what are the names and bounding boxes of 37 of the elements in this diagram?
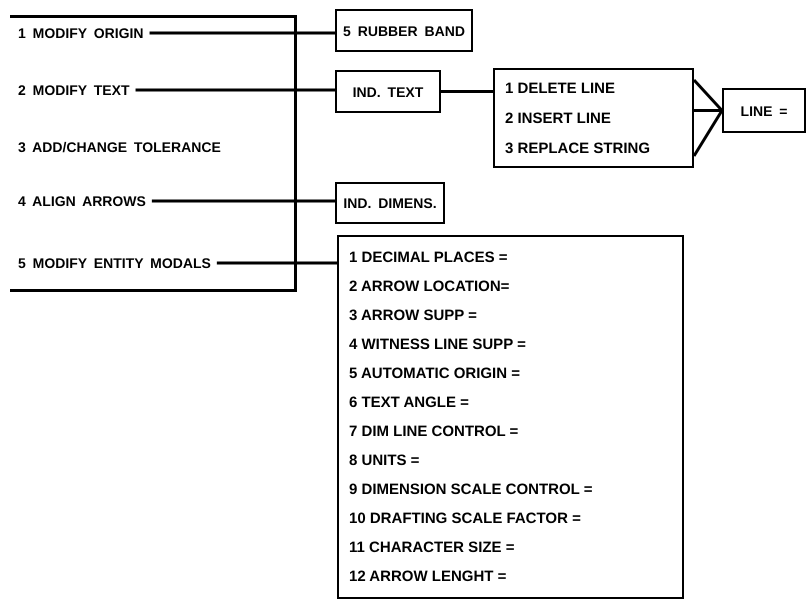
menu-item-text: 1 MODIFY ORIGIN [18,26,144,40]
option-list-box [493,68,694,168]
option-text: 2 ARROW LOCATION= [349,277,510,297]
option-text: 5 AUTOMATIC ORIGIN = [349,364,520,384]
box-text: IND. TEXT [352,84,424,98]
option-text: 10 DRAFTING SCALE FACTOR = [349,509,581,529]
option-text: 4 WITNESS LINE SUPP = [349,335,526,355]
option-text: 9 DIMENSION SCALE CONTROL = [349,480,593,500]
box-text: 5 RUBBER BAND [343,24,465,38]
menu-item-text: 3 ADD/CHANGE TOLERANCE [18,140,221,154]
option-list-box [337,235,684,599]
box-text: IND. DIMENS. [343,196,437,210]
option-text: 1 DECIMAL PLACES = [349,248,508,268]
connector-line [150,32,335,34]
connector-line [152,200,335,202]
menu-panel [10,15,297,292]
menu-item-text: 4 ALIGN ARROWS [18,194,146,208]
option-text: 8 UNITS = [349,451,420,471]
option-text: 11 CHARACTER SIZE = [349,538,514,558]
connector-line [136,88,335,92]
option-text: 1 DELETE LINE [505,78,616,98]
fan-connector [692,78,724,158]
option-text: 6 TEXT ANGLE = [349,393,469,413]
menu-box [335,9,473,52]
connector-line [216,262,337,264]
option-text: 3 REPLACE STRING [505,138,650,158]
menu-box [335,70,441,113]
option-text: 7 DIM LINE CONTROL = [349,422,518,442]
option-text: 3 ARROW SUPP = [349,306,477,326]
menu-box [722,88,806,133]
menu-item-text: 5 MODIFY ENTITY MODALS [18,256,211,270]
menu-item-text: 2 MODIFY TEXT [18,83,130,97]
option-text: 12 ARROW LENGHT = [349,567,506,587]
box-text: LINE = [740,104,788,118]
menu-box [335,182,445,224]
option-text: 2 INSERT LINE [505,108,611,128]
connector-line [441,90,493,93]
